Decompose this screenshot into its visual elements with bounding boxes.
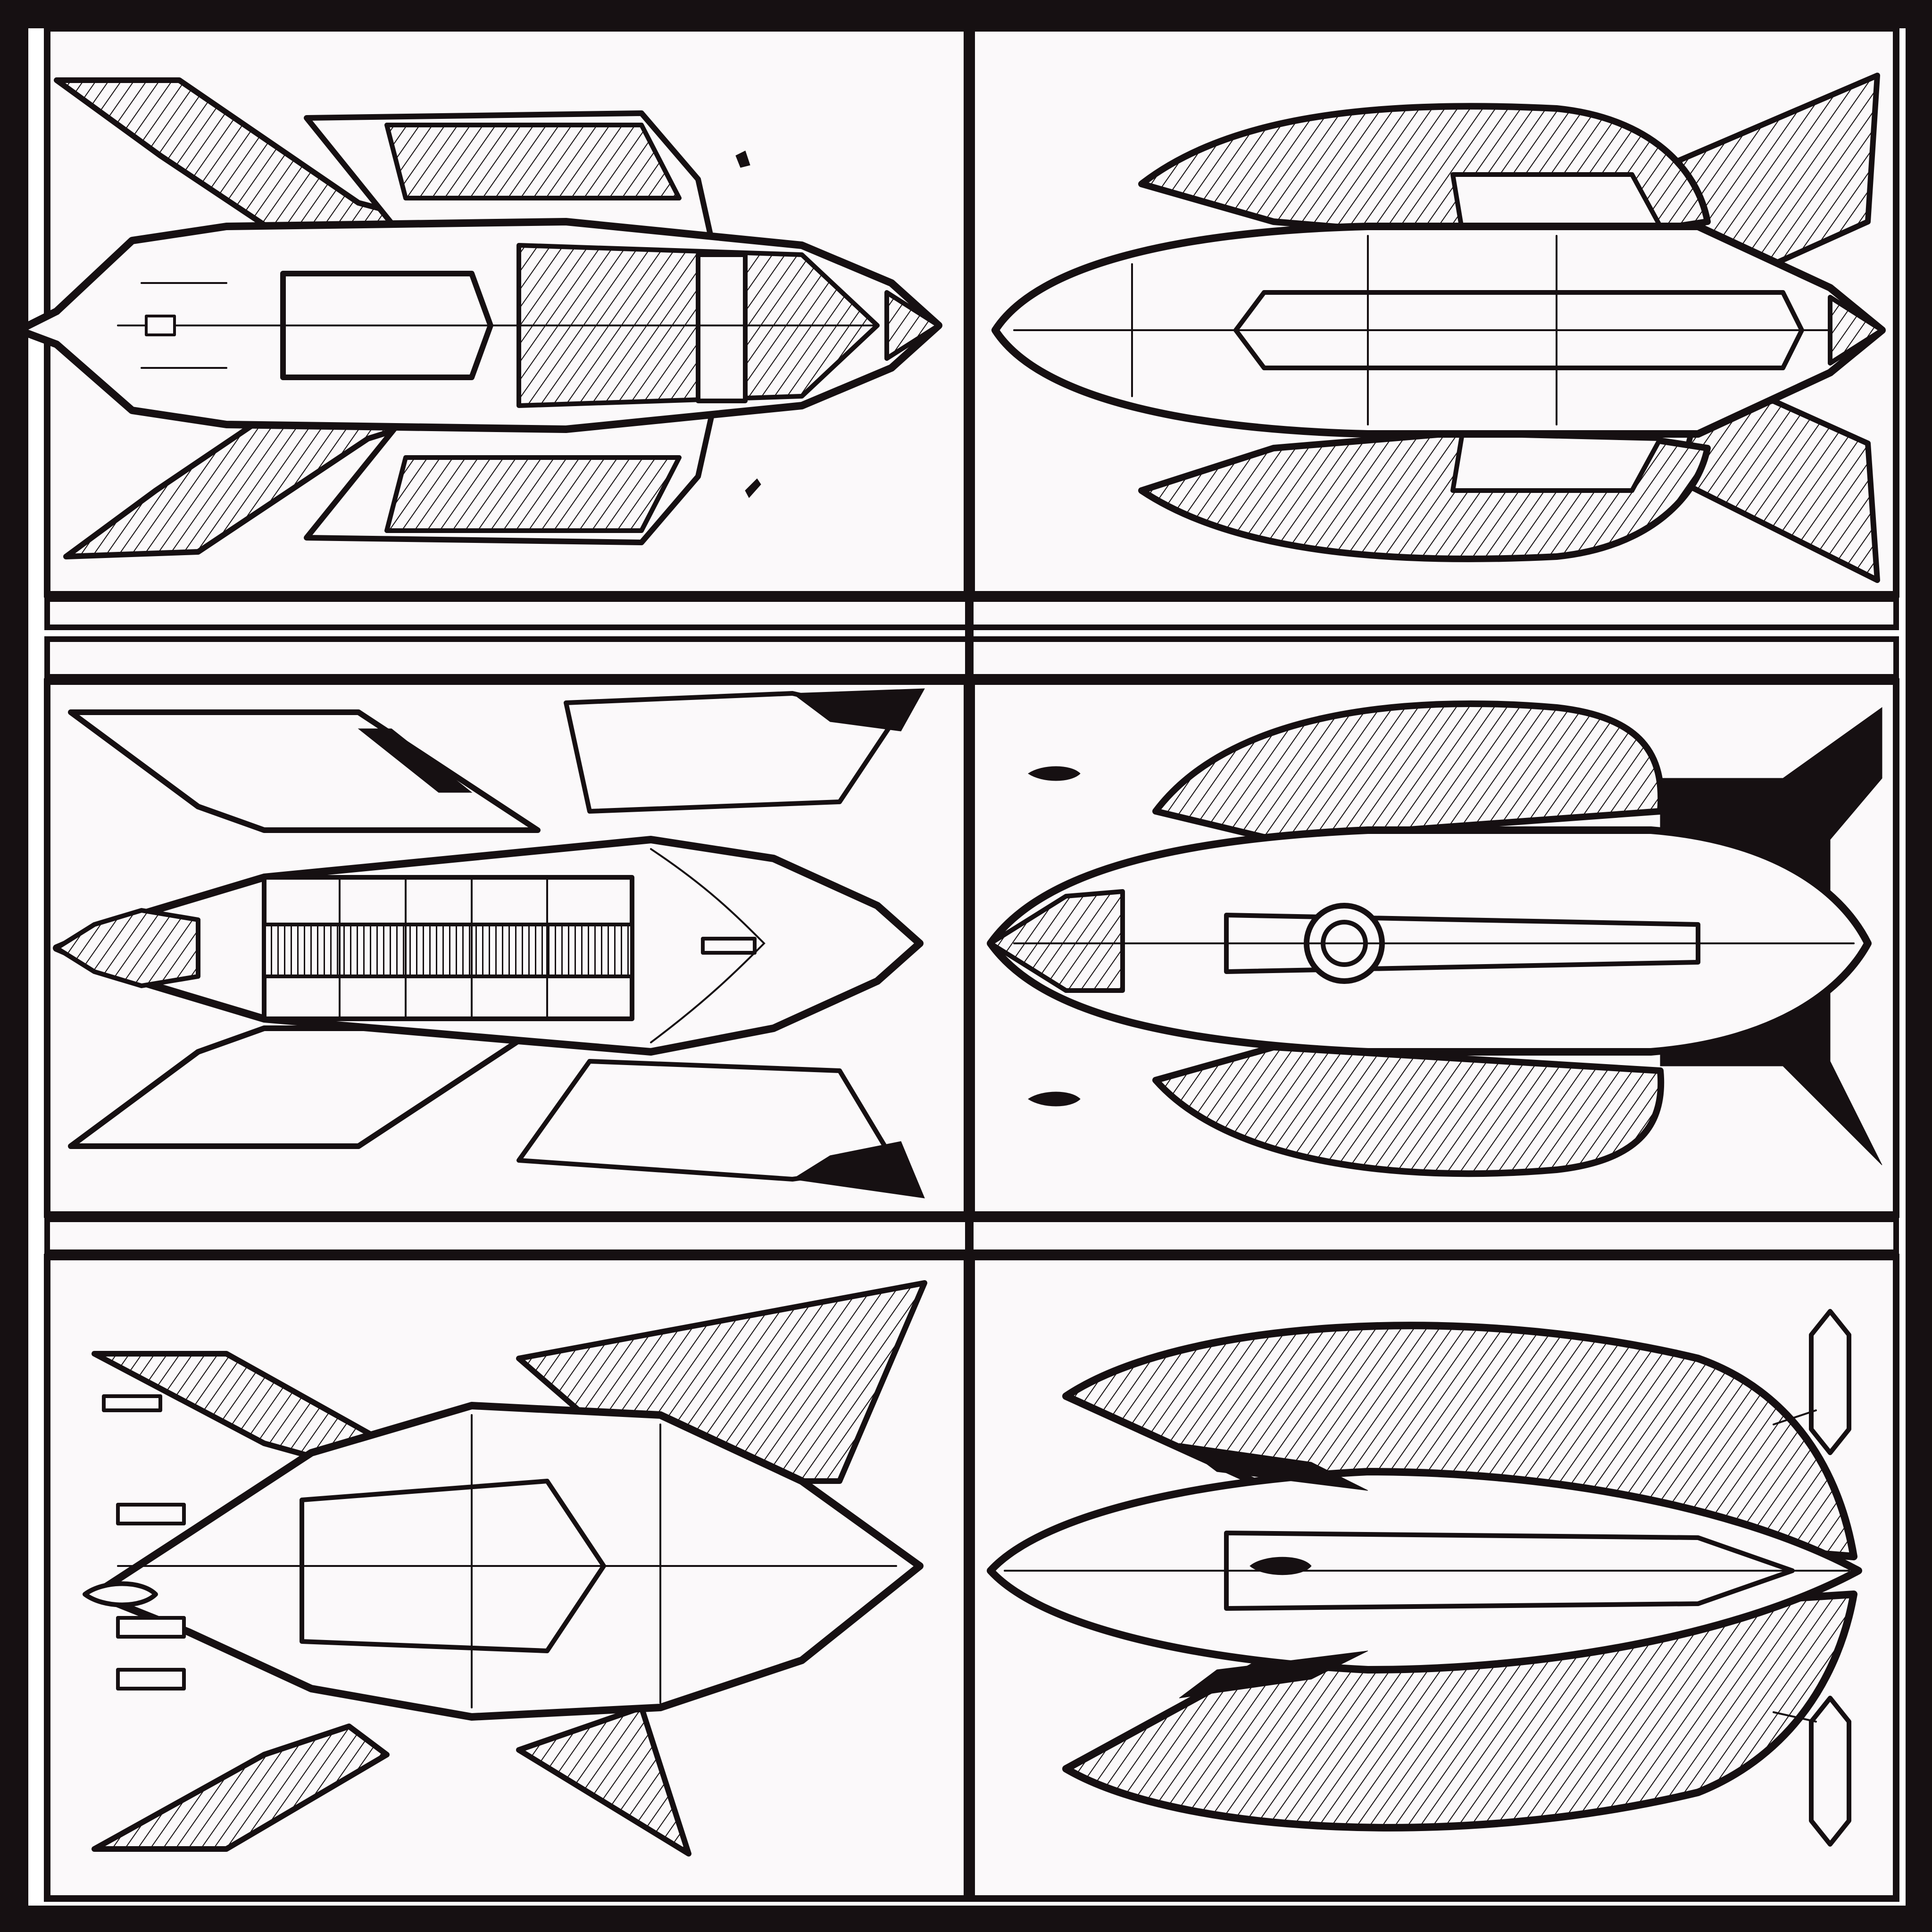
spaceship-r1c1 xyxy=(15,77,942,559)
spaceship-r2c2 xyxy=(987,700,1882,1177)
spaceship-r3c1 xyxy=(83,1280,927,1857)
spaceship-r3c2 xyxy=(987,1309,1862,1847)
spaceship-r2c1 xyxy=(53,688,925,1199)
spaceship-r1c2 xyxy=(991,73,1886,583)
